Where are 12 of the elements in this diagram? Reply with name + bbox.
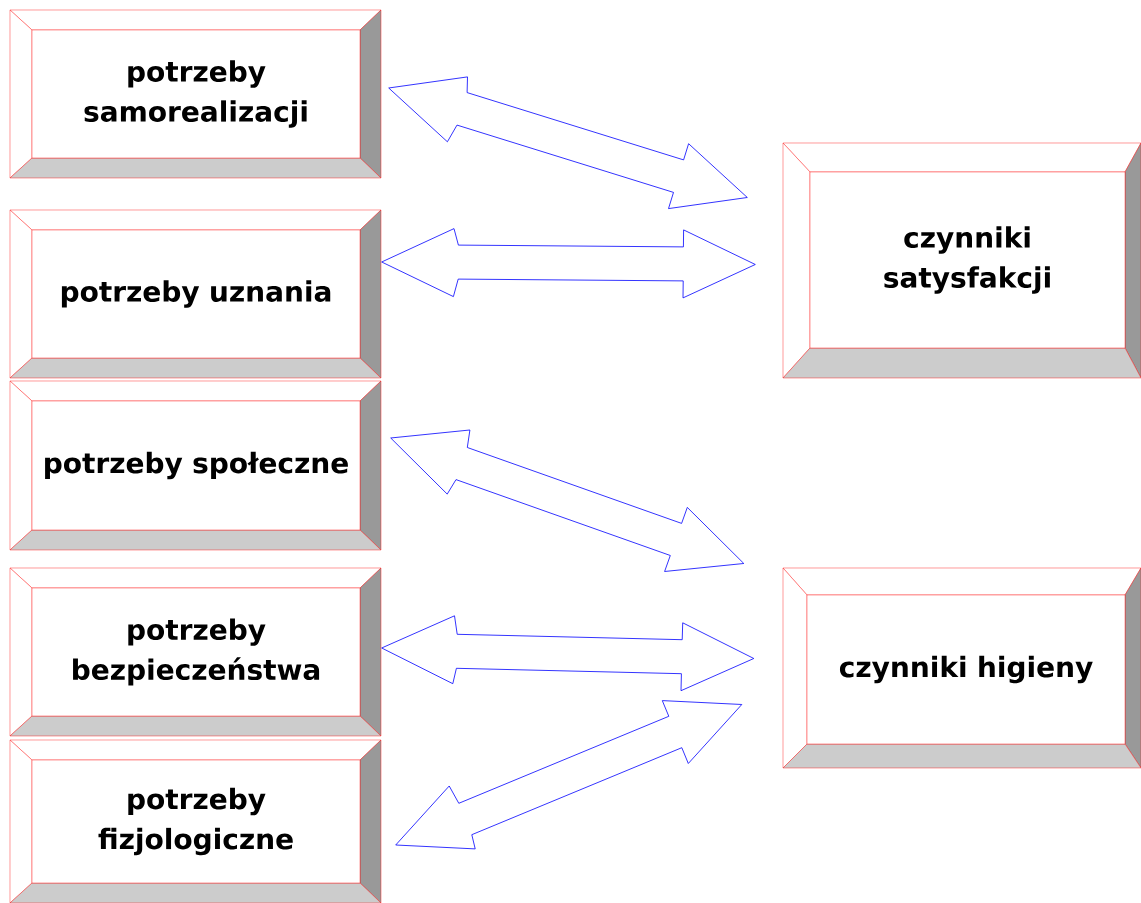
bevel-box: potrzeby fizjologiczne xyxy=(9,739,382,903)
double-arrow xyxy=(381,615,755,692)
double-arrow xyxy=(395,700,743,850)
double-arrow xyxy=(388,76,748,209)
bevel-box: potrzeby uznania xyxy=(9,209,382,379)
bevel-box: potrzeby bezpieczeństwa xyxy=(9,567,382,737)
double-arrow xyxy=(381,228,756,299)
bevel-box: czynniki satysfakcji xyxy=(782,142,1141,379)
bevel-box: potrzeby samorealizacji xyxy=(9,9,382,179)
bevel-box: potrzeby społeczne xyxy=(9,380,382,551)
bevel-box: czynniki higieny xyxy=(782,567,1141,769)
double-arrow xyxy=(390,429,745,572)
